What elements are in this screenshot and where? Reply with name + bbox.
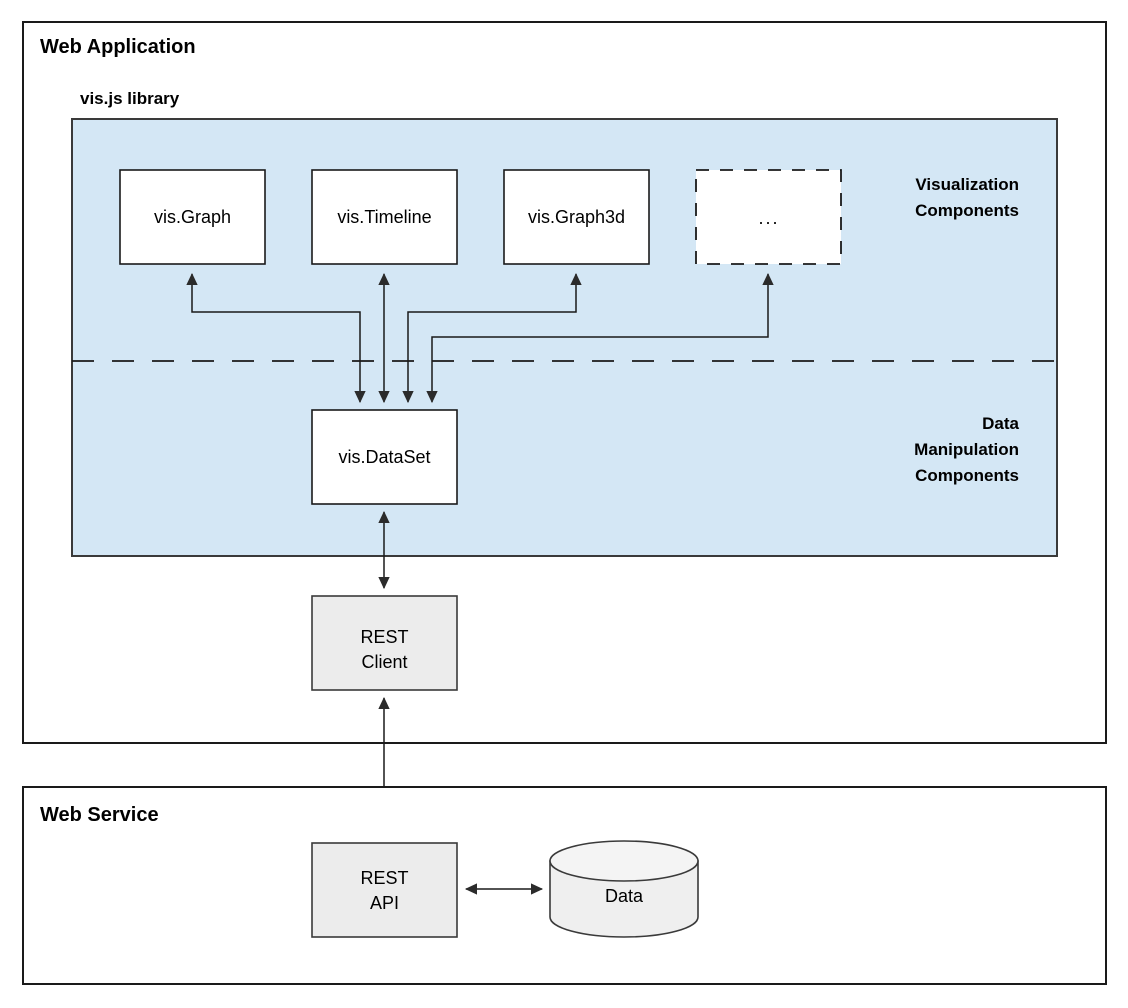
node-rest-client[interactable] — [311, 595, 458, 691]
visualization-components-label-line1: Visualization — [915, 175, 1019, 194]
data-manipulation-label-line2: Manipulation — [914, 440, 1019, 459]
node-vis-graph3d[interactable] — [503, 169, 650, 265]
visualization-components-label-line2: Components — [915, 201, 1019, 220]
connector-dataset-vis-graph — [186, 272, 366, 404]
node-vis-dataset[interactable] — [311, 409, 458, 505]
web-service-title: Web Service — [40, 804, 159, 826]
connector-dataset-more-components — [426, 272, 774, 404]
node-vis-graph3d-label: vis.Graph3d — [528, 207, 625, 227]
web-application-title: Web Application — [40, 36, 196, 58]
node-rest-client-label-line2: Client — [361, 652, 407, 672]
data-manipulation-label-line3: Components — [915, 466, 1019, 485]
vis-js-library-title: vis.js library — [80, 89, 180, 108]
node-vis-timeline[interactable] — [311, 169, 458, 265]
node-vis-graph[interactable] — [119, 169, 266, 265]
node-rest-api-label-line2: API — [370, 893, 399, 913]
node-rest-api-label-line1: REST — [360, 868, 408, 888]
node-more-components-label: ... — [758, 208, 779, 228]
data-manipulation-label-line1: Data — [982, 414, 1019, 433]
node-vis-dataset-label: vis.DataSet — [338, 447, 430, 467]
node-more-components[interactable] — [695, 169, 842, 265]
node-rest-api[interactable] — [311, 842, 458, 938]
node-data-store-label: Data — [605, 886, 644, 906]
node-vis-timeline-label: vis.Timeline — [337, 207, 431, 227]
node-vis-graph-label: vis.Graph — [154, 207, 231, 227]
node-rest-client-label-line1: REST — [360, 627, 408, 647]
node-data-store[interactable] — [549, 840, 699, 938]
